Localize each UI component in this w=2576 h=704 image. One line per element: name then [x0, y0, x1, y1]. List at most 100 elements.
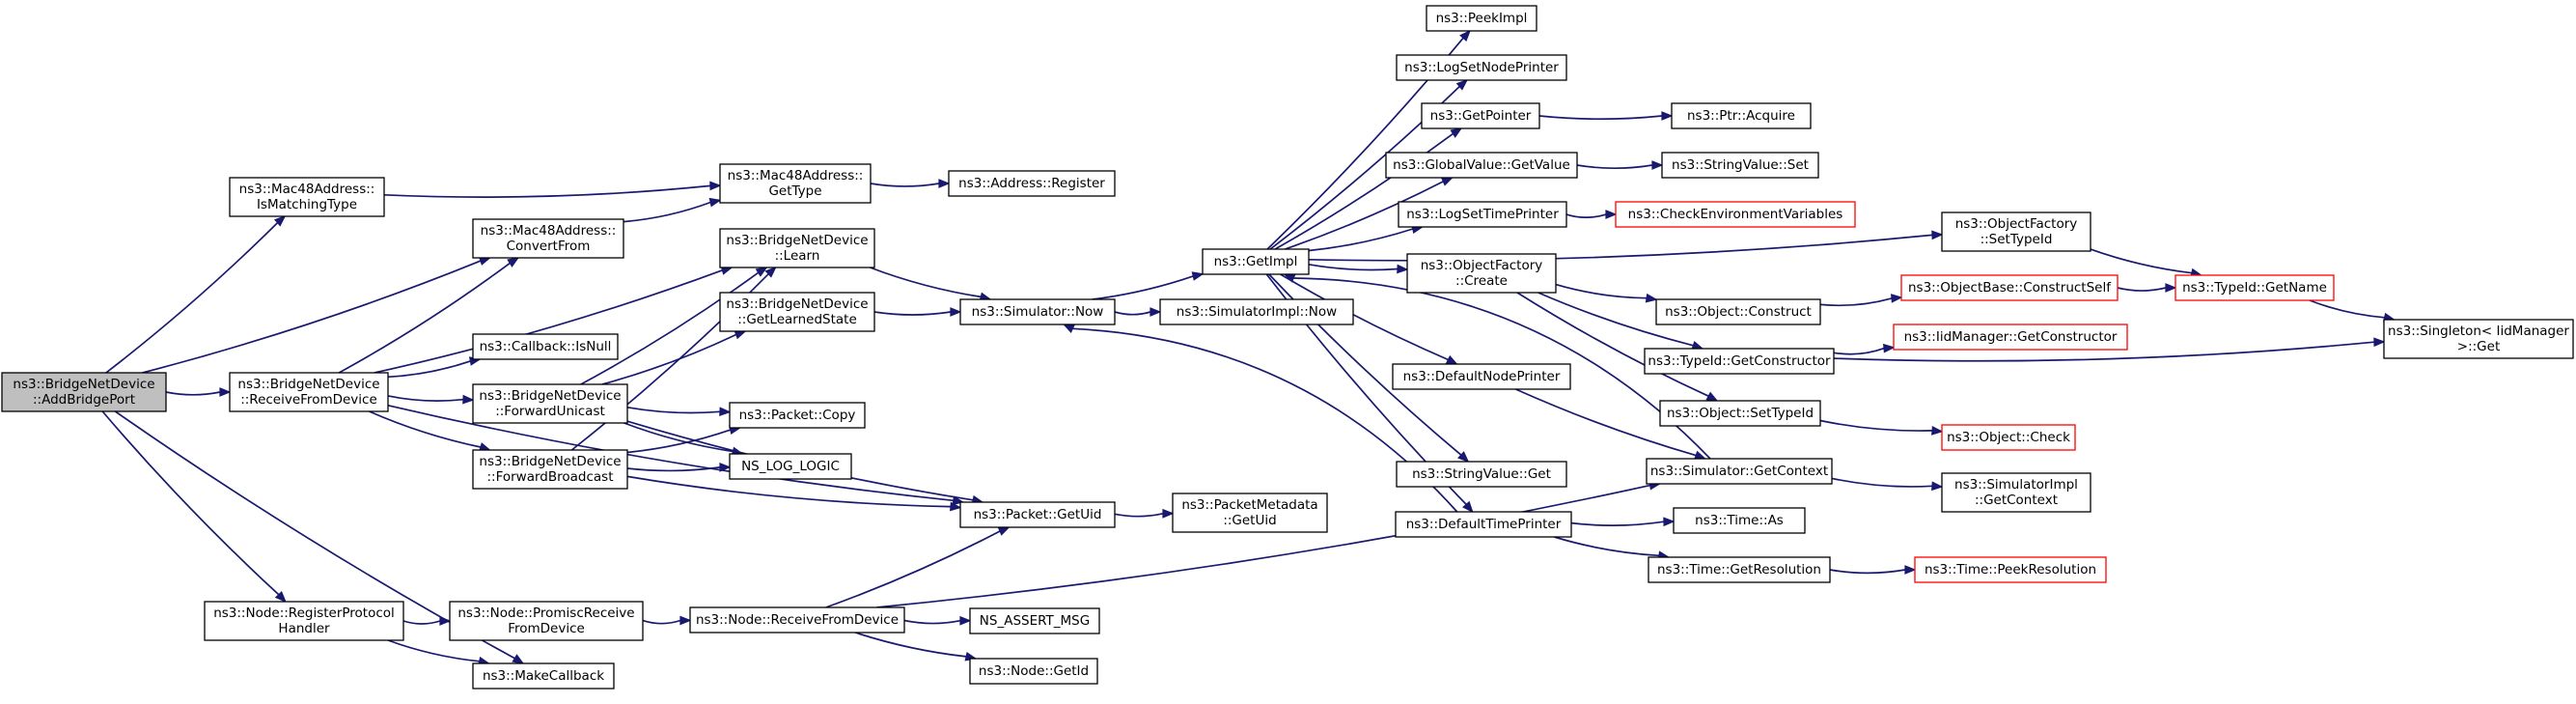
node-simimpl-getcontext[interactable]: ns3::SimulatorImpl::GetContext: [1941, 472, 2091, 513]
node-globalvalue-getvalue[interactable]: ns3::GlobalValue::GetValue: [1385, 152, 1578, 179]
node-mac-convertfrom[interactable]: ns3::Mac48Address::ConvertFrom: [472, 218, 624, 259]
node-address-register[interactable]: ns3::Address::Register: [948, 170, 1116, 197]
node-box[interactable]: [1644, 348, 1835, 375]
node-box[interactable]: [1202, 248, 1310, 275]
node-box[interactable]: [1159, 298, 1354, 325]
node-box[interactable]: [449, 601, 644, 641]
node-time-getresolution[interactable]: ns3::Time::GetResolution: [1648, 556, 1831, 583]
node-box[interactable]: [1385, 152, 1578, 179]
node-simimpl-now[interactable]: ns3::SimulatorImpl::Now: [1159, 298, 1354, 325]
node-objbase-constructself[interactable]: ns3::ObjectBase::ConstructSelf: [1900, 274, 2119, 301]
node-box[interactable]: [1406, 253, 1557, 294]
node-object-construct[interactable]: ns3::Object::Construct: [1655, 298, 1821, 325]
node-box[interactable]: [2174, 274, 2335, 301]
node-logsettimeprinter[interactable]: ns3::LogSetTimePrinter: [1398, 201, 1567, 228]
node-box[interactable]: [969, 607, 1100, 634]
node-box[interactable]: [1914, 556, 2107, 583]
node-box[interactable]: [729, 453, 852, 480]
node-mac-ismatching[interactable]: ns3::Mac48Address::IsMatchingType: [229, 177, 385, 217]
node-defaulttimeprinter[interactable]: ns3::DefaultTimePrinter: [1395, 511, 1572, 538]
node-pm-getuid[interactable]: ns3::PacketMetadata::GetUid: [1172, 493, 1328, 533]
node-box[interactable]: [959, 298, 1116, 325]
node-packet-getuid[interactable]: ns3::Packet::GetUid: [959, 501, 1116, 528]
node-box[interactable]: [472, 383, 628, 424]
node-defaultnodeprinter[interactable]: ns3::DefaultNodePrinter: [1392, 363, 1571, 390]
node-checkenv[interactable]: ns3::CheckEnvironmentVariables: [1615, 201, 1856, 228]
node-ns-log-logic[interactable]: NS_LOG_LOGIC: [729, 453, 852, 480]
node-root[interactable]: ns3::BridgeNetDevice::AddBridgePort: [1, 372, 167, 412]
node-box[interactable]: [1941, 211, 2091, 252]
node-callback-isnull[interactable]: ns3::Callback::IsNull: [472, 333, 619, 360]
node-box[interactable]: [1941, 424, 2076, 451]
node-iidmanager-getconstructor[interactable]: ns3::IidManager::GetConstructor: [1893, 324, 2128, 351]
node-box[interactable]: [1671, 102, 1812, 129]
node-box[interactable]: [1421, 102, 1540, 129]
node-box[interactable]: [1172, 493, 1328, 533]
node-box[interactable]: [1661, 152, 1819, 179]
node-box[interactable]: [1615, 201, 1856, 228]
node-sim-now[interactable]: ns3::Simulator::Now: [959, 298, 1116, 325]
node-box[interactable]: [1398, 201, 1567, 228]
node-objfactory-settypeid[interactable]: ns3::ObjectFactory::SetTypeId: [1941, 211, 2091, 252]
node-box[interactable]: [1659, 400, 1821, 427]
node-ptr-acquire[interactable]: ns3::Ptr::Acquire: [1671, 102, 1812, 129]
node-box[interactable]: [204, 601, 404, 641]
node-box[interactable]: [948, 170, 1116, 197]
node-box[interactable]: [719, 163, 872, 204]
node-makecallback[interactable]: ns3::MakeCallback: [472, 662, 615, 690]
node-box[interactable]: [719, 228, 875, 268]
node-sim-getcontext[interactable]: ns3::Simulator::GetContext: [1646, 458, 1833, 485]
node-box[interactable]: [2383, 319, 2574, 359]
node-time-peekresolution[interactable]: ns3::Time::PeekResolution: [1914, 556, 2107, 583]
node-box[interactable]: [1673, 507, 1806, 534]
node-stringvalue-set[interactable]: ns3::StringValue::Set: [1661, 152, 1819, 179]
node-objfactory-create[interactable]: ns3::ObjectFactory::Create: [1406, 253, 1557, 294]
node-box[interactable]: [1396, 54, 1567, 81]
node-box[interactable]: [719, 292, 875, 332]
node-box[interactable]: [1395, 511, 1572, 538]
node-box[interactable]: [472, 662, 615, 690]
node-box[interactable]: [1893, 324, 2128, 351]
node-node-receivefromdevice[interactable]: ns3::Node::ReceiveFromDevice: [689, 606, 905, 634]
node-box[interactable]: [472, 218, 624, 259]
node-box[interactable]: [1, 372, 167, 412]
node-getimpl[interactable]: ns3::GetImpl: [1202, 248, 1310, 275]
node-typeid-getconstructor[interactable]: ns3::TypeId::GetConstructor: [1644, 348, 1835, 375]
node-box[interactable]: [689, 606, 905, 634]
node-peekimpl[interactable]: ns3::PeekImpl: [1426, 5, 1537, 32]
node-receivefromdevice[interactable]: ns3::BridgeNetDevice::ReceiveFromDevice: [229, 372, 389, 412]
node-learn[interactable]: ns3::BridgeNetDevice::Learn: [719, 228, 875, 268]
node-time-as[interactable]: ns3::Time::As: [1673, 507, 1806, 534]
node-object-check[interactable]: ns3::Object::Check: [1941, 424, 2076, 451]
node-logsetnodeprinter[interactable]: ns3::LogSetNodePrinter: [1396, 54, 1567, 81]
node-getpointer[interactable]: ns3::GetPointer: [1421, 102, 1540, 129]
node-singleton-get[interactable]: ns3::Singleton< IidManager >::Get: [2383, 319, 2574, 359]
node-node-getid[interactable]: ns3::Node::GetId: [969, 658, 1098, 685]
node-box[interactable]: [969, 658, 1098, 685]
node-getlearned[interactable]: ns3::BridgeNetDevice::GetLearnedState: [719, 292, 875, 332]
node-box[interactable]: [1648, 556, 1831, 583]
node-forwardunicast[interactable]: ns3::BridgeNetDevice::ForwardUnicast: [472, 383, 628, 424]
node-object-settypeid[interactable]: ns3::Object::SetTypeId: [1659, 400, 1821, 427]
node-box[interactable]: [229, 177, 385, 217]
node-box[interactable]: [1396, 461, 1567, 488]
node-stringvalue-get[interactable]: ns3::StringValue::Get: [1396, 461, 1567, 488]
node-box[interactable]: [472, 449, 628, 490]
node-box[interactable]: [729, 402, 866, 429]
node-forwardbroadcast[interactable]: ns3::BridgeNetDevice::ForwardBroadcast: [472, 449, 628, 490]
node-ns-assert-msg[interactable]: NS_ASSERT_MSG: [969, 607, 1100, 634]
node-box[interactable]: [1392, 363, 1571, 390]
node-box[interactable]: [1900, 274, 2119, 301]
node-mac-gettype[interactable]: ns3::Mac48Address::GetType: [719, 163, 872, 204]
node-box[interactable]: [1646, 458, 1833, 485]
node-box[interactable]: [959, 501, 1116, 528]
node-box[interactable]: [1941, 472, 2091, 513]
node-box[interactable]: [1655, 298, 1821, 325]
node-box[interactable]: [1426, 5, 1537, 32]
node-packet-copy[interactable]: ns3::Packet::Copy: [729, 402, 866, 429]
node-box[interactable]: [229, 372, 389, 412]
node-box[interactable]: [472, 333, 619, 360]
node-typeid-getname[interactable]: ns3::TypeId::GetName: [2174, 274, 2335, 301]
